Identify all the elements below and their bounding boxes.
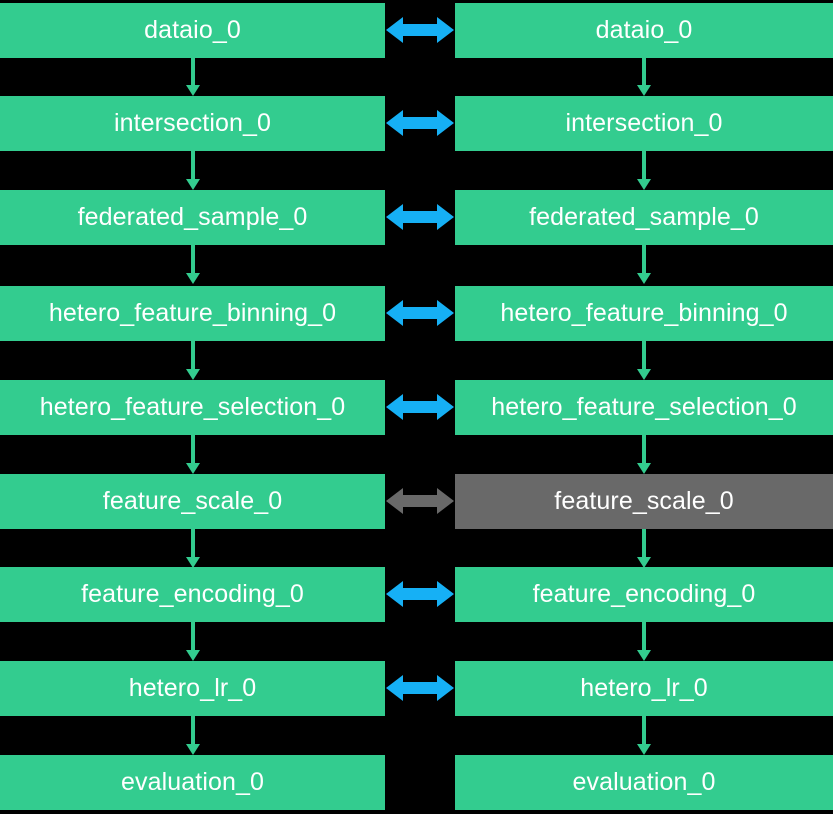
- node-label: hetero_feature_binning_0: [48, 299, 337, 327]
- node-guest-hetero-feature-binning-0[interactable]: hetero_feature_binning_0: [0, 286, 385, 341]
- cross-link-arrow-hetero-feature-selection-0[interactable]: [386, 390, 454, 424]
- node-label: intersection_0: [565, 109, 723, 137]
- connector-arrow-guest-7: [183, 622, 203, 661]
- node-label: dataio_0: [595, 16, 693, 44]
- cross-link-arrow-feature-encoding-0[interactable]: [386, 577, 454, 611]
- connector-arrow-host-7: [634, 622, 654, 661]
- node-host-federated-sample-0[interactable]: federated_sample_0: [455, 190, 833, 245]
- node-host-feature-encoding-0[interactable]: feature_encoding_0: [455, 567, 833, 622]
- node-label: intersection_0: [113, 109, 272, 137]
- node-guest-feature-encoding-0[interactable]: feature_encoding_0: [0, 567, 385, 622]
- connector-arrow-host-6: [634, 529, 654, 568]
- pipeline-column-host: dataio_0 intersection_0 federated_sample…: [455, 0, 833, 814]
- node-label: feature_scale_0: [554, 487, 734, 515]
- node-host-hetero-feature-binning-0[interactable]: hetero_feature_binning_0: [455, 286, 833, 341]
- cross-link-arrow-hetero-lr-0[interactable]: [386, 671, 454, 705]
- pipeline-column-guest: dataio_0 intersection_0 federated_sample…: [0, 0, 385, 814]
- node-guest-federated-sample-0[interactable]: federated_sample_0: [0, 190, 385, 245]
- node-label: dataio_0: [144, 16, 241, 44]
- double-arrow-icon: [386, 204, 454, 230]
- node-label: feature_scale_0: [102, 487, 283, 515]
- double-arrow-icon: [386, 394, 454, 420]
- double-arrow-icon: [386, 488, 454, 514]
- node-host-dataio-0[interactable]: dataio_0: [455, 3, 833, 58]
- node-label: evaluation_0: [121, 768, 264, 796]
- connector-arrow-host-8: [634, 716, 654, 755]
- double-arrow-icon: [386, 675, 454, 701]
- node-label: federated_sample_0: [77, 203, 308, 231]
- node-label: hetero_feature_selection_0: [39, 393, 346, 421]
- connector-arrow-guest-3: [183, 245, 203, 284]
- connector-arrow-host-4: [634, 341, 654, 380]
- connector-arrow-guest-2: [183, 151, 203, 190]
- double-arrow-icon: [386, 300, 454, 326]
- cross-link-arrow-hetero-feature-binning-0[interactable]: [386, 296, 454, 330]
- node-label: feature_encoding_0: [532, 580, 756, 608]
- connector-arrow-guest-1: [183, 57, 203, 96]
- node-guest-dataio-0[interactable]: dataio_0: [0, 3, 385, 58]
- node-label: hetero_feature_binning_0: [500, 299, 788, 327]
- node-guest-hetero-feature-selection-0[interactable]: hetero_feature_selection_0: [0, 380, 385, 435]
- cross-link-arrow-feature-scale-0[interactable]: [386, 484, 454, 518]
- connector-arrow-guest-5: [183, 435, 203, 474]
- connector-arrow-host-3: [634, 245, 654, 284]
- connector-arrow-guest-4: [183, 341, 203, 380]
- connector-arrow-guest-6: [183, 529, 203, 568]
- node-host-feature-scale-0[interactable]: feature_scale_0: [455, 474, 833, 529]
- cross-link-arrow-intersection-0[interactable]: [386, 106, 454, 140]
- node-guest-evaluation-0[interactable]: evaluation_0: [0, 755, 385, 810]
- double-arrow-icon: [386, 581, 454, 607]
- node-label: hetero_lr_0: [580, 674, 708, 702]
- node-label: hetero_feature_selection_0: [491, 393, 797, 421]
- node-host-hetero-feature-selection-0[interactable]: hetero_feature_selection_0: [455, 380, 833, 435]
- node-label: feature_encoding_0: [81, 580, 304, 608]
- node-label: federated_sample_0: [529, 203, 759, 231]
- node-label: hetero_lr_0: [128, 674, 257, 702]
- cross-link-arrow-dataio-0[interactable]: [386, 13, 454, 47]
- node-guest-feature-scale-0[interactable]: feature_scale_0: [0, 474, 385, 529]
- node-host-intersection-0[interactable]: intersection_0: [455, 96, 833, 151]
- connector-arrow-guest-8: [183, 716, 203, 755]
- cross-link-arrow-federated-sample-0[interactable]: [386, 200, 454, 234]
- connector-arrow-host-1: [634, 57, 654, 96]
- node-guest-hetero-lr-0[interactable]: hetero_lr_0: [0, 661, 385, 716]
- node-host-evaluation-0[interactable]: evaluation_0: [455, 755, 833, 810]
- double-arrow-icon: [386, 110, 454, 136]
- node-host-hetero-lr-0[interactable]: hetero_lr_0: [455, 661, 833, 716]
- connector-arrow-host-2: [634, 151, 654, 190]
- double-arrow-icon: [386, 17, 454, 43]
- node-guest-intersection-0[interactable]: intersection_0: [0, 96, 385, 151]
- node-label: evaluation_0: [572, 768, 716, 796]
- connector-arrow-host-5: [634, 435, 654, 474]
